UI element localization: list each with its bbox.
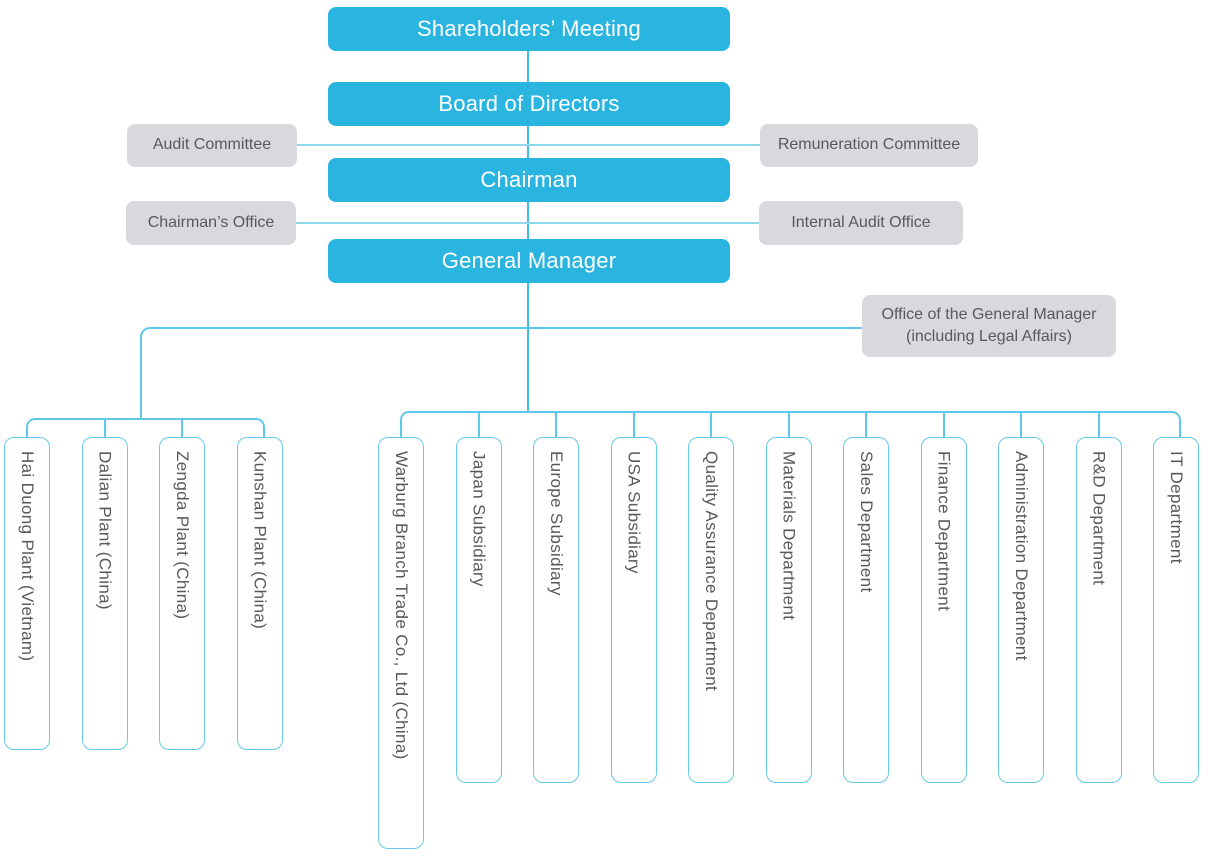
node-department-0: Warburg Branch Trade Co., Ltd (China) bbox=[378, 437, 424, 849]
node-department-7: Finance Department bbox=[920, 437, 967, 783]
connector-stub bbox=[710, 411, 712, 437]
node-chairmans-office: Chairman’s Office bbox=[126, 201, 296, 245]
node-label: Quality Assurance Department bbox=[702, 451, 721, 692]
node-label-line2: (including Legal Affairs) bbox=[905, 328, 1073, 345]
node-plant-3: Kunshan Plant (China) bbox=[236, 437, 283, 750]
connector-stub bbox=[1097, 411, 1100, 437]
node-label: Sales Department bbox=[857, 451, 876, 593]
node-label: R&D Department bbox=[1089, 451, 1109, 586]
node-plant-2: Zengda Plant (China) bbox=[159, 437, 205, 750]
node-label: Administration Department bbox=[1012, 451, 1031, 661]
connector-bus-right bbox=[400, 411, 1181, 439]
node-plant-1: Dalian Plant (China) bbox=[81, 437, 128, 750]
node-shareholders-meeting: Shareholders’ Meeting bbox=[328, 7, 730, 51]
connector-stub bbox=[555, 411, 557, 437]
connector-stub bbox=[1020, 411, 1022, 437]
connector-stub bbox=[477, 411, 480, 437]
connector-stub bbox=[103, 418, 106, 437]
node-label: Shareholders’ Meeting bbox=[417, 16, 641, 41]
node-label: Europe Subsidiary bbox=[547, 451, 566, 596]
connector-bus-left bbox=[26, 418, 265, 439]
node-label: Finance Department bbox=[934, 451, 954, 612]
node-label: Materials Department bbox=[779, 451, 799, 621]
connector-committee-line bbox=[296, 144, 762, 146]
node-label: Hai Duong Plant (Vietnam) bbox=[18, 451, 37, 662]
node-department-9: R&D Department bbox=[1075, 437, 1122, 783]
node-label: Dalian Plant (China) bbox=[95, 451, 115, 610]
connector-stub bbox=[865, 411, 867, 437]
node-label: Audit Committee bbox=[152, 136, 272, 154]
connector-stub bbox=[942, 411, 945, 437]
node-remuneration-committee: Remuneration Committee bbox=[760, 124, 978, 167]
node-department-5: Materials Department bbox=[765, 437, 812, 783]
node-label: Chairman’s Office bbox=[147, 213, 275, 231]
node-gm-office: Office of the General Manager (including… bbox=[862, 295, 1116, 357]
node-label: USA Subsidiary bbox=[624, 451, 644, 574]
node-department-3: USA Subsidiary bbox=[610, 437, 657, 783]
node-label: Zengda Plant (China) bbox=[173, 451, 192, 620]
connector-office-line bbox=[295, 222, 760, 224]
node-label: IT Department bbox=[1167, 451, 1186, 564]
node-label: Board of Directors bbox=[438, 91, 620, 116]
node-label: Internal Audit Office bbox=[791, 213, 931, 231]
node-plant-0: Hai Duong Plant (Vietnam) bbox=[4, 437, 50, 750]
connector-gm-branch bbox=[140, 327, 864, 420]
node-department-2: Europe Subsidiary bbox=[533, 437, 579, 783]
node-label: General Manager bbox=[441, 248, 617, 273]
node-board-of-directors: Board of Directors bbox=[328, 82, 730, 126]
node-label: Remuneration Committee bbox=[777, 136, 961, 154]
node-department-8: Administration Department bbox=[998, 437, 1044, 783]
node-department-6: Sales Department bbox=[843, 437, 889, 783]
node-department-4: Quality Assurance Department bbox=[688, 437, 734, 783]
connector-stub bbox=[787, 411, 790, 437]
node-department-10: IT Department bbox=[1153, 437, 1199, 783]
node-general-manager: General Manager bbox=[328, 239, 730, 283]
node-internal-audit-office: Internal Audit Office bbox=[759, 201, 963, 245]
node-label: Japan Subsidiary bbox=[469, 451, 489, 587]
connector-stub bbox=[181, 418, 183, 437]
node-label-line1: Office of the General Manager bbox=[881, 305, 1097, 323]
node-label: Chairman bbox=[480, 167, 578, 192]
connector-stub bbox=[632, 411, 635, 437]
connector-center-vertical bbox=[527, 28, 529, 413]
node-label: Warburg Branch Trade Co., Ltd (China) bbox=[392, 451, 411, 760]
node-chairman: Chairman bbox=[328, 158, 730, 202]
node-label: Kunshan Plant (China) bbox=[250, 451, 270, 630]
node-audit-committee: Audit Committee bbox=[127, 124, 297, 167]
node-department-1: Japan Subsidiary bbox=[455, 437, 502, 783]
